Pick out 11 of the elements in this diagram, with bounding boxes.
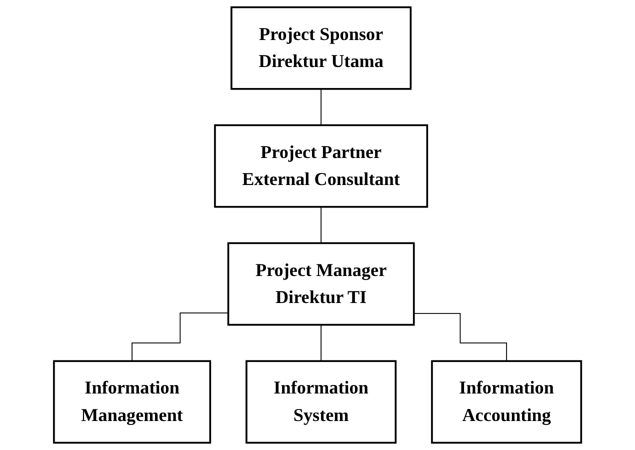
node-box: Project Sponsor Direktur Utama [230, 6, 412, 90]
node-box: Project Manager Direktur TI [227, 242, 415, 326]
connector [320, 206, 322, 244]
connector [320, 88, 322, 126]
node-box: Information Accounting [431, 360, 582, 444]
node-box: Information Management [52, 360, 212, 444]
node-box: Information System [246, 360, 397, 444]
connector [320, 324, 322, 362]
connector [413, 313, 507, 362]
connector [132, 312, 229, 362]
node-box: Project Partner External Consultant [214, 124, 428, 208]
